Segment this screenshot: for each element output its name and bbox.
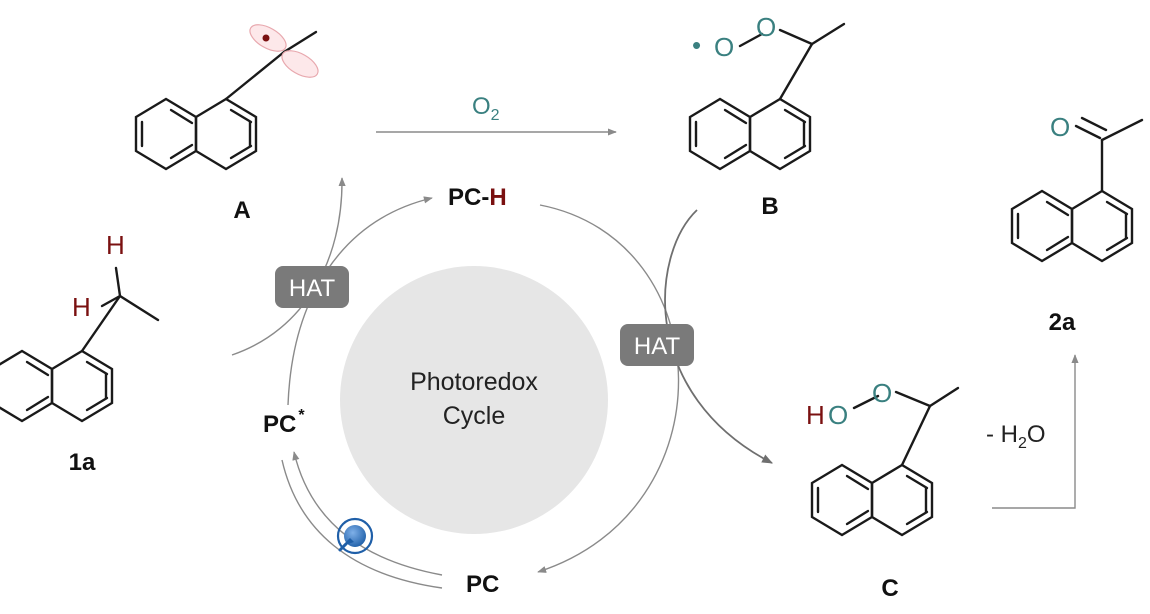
o-atom-b-inner: O	[756, 12, 776, 42]
h-atom-c: H	[806, 400, 825, 430]
molecule-c	[810, 386, 960, 537]
cycle-label-line2: Cycle	[443, 402, 506, 430]
label-b: B	[761, 193, 778, 220]
oxygen-label: O2	[472, 93, 500, 124]
o-atom-c-inner: O	[872, 378, 892, 408]
label-2a: 2a	[1049, 309, 1076, 336]
o-atom-c-outer: O	[828, 400, 848, 430]
light-bulb-icon	[336, 517, 374, 555]
h-atom-upper: H	[106, 230, 125, 260]
label-a: A	[233, 197, 250, 224]
hat-tag-left	[275, 266, 349, 308]
h-atom-lower: H	[72, 292, 91, 322]
dehydration-label: - H2O	[986, 421, 1046, 452]
radical-dot: •	[692, 30, 701, 60]
pc-h-label: PC-H	[448, 184, 507, 211]
label-1a: 1a	[69, 449, 96, 476]
pc-ground-label: PC	[466, 571, 499, 598]
cycle-label-line1: Photoredox	[410, 368, 538, 396]
molecule-1a	[0, 266, 160, 423]
hat-tag-right-label: HAT	[634, 333, 681, 360]
pc-excited-label: PC*	[263, 407, 305, 438]
molecule-2a	[1010, 116, 1144, 263]
hat-tag-left-label: HAT	[289, 275, 336, 302]
molecule-a	[134, 24, 319, 171]
label-c: C	[881, 575, 898, 602]
o-atom-2a: O	[1050, 112, 1070, 142]
hat-tag-right	[620, 324, 694, 366]
cycle-disk	[340, 266, 608, 534]
o-atom-b-outer: O	[714, 32, 734, 62]
molecule-b	[688, 22, 846, 171]
